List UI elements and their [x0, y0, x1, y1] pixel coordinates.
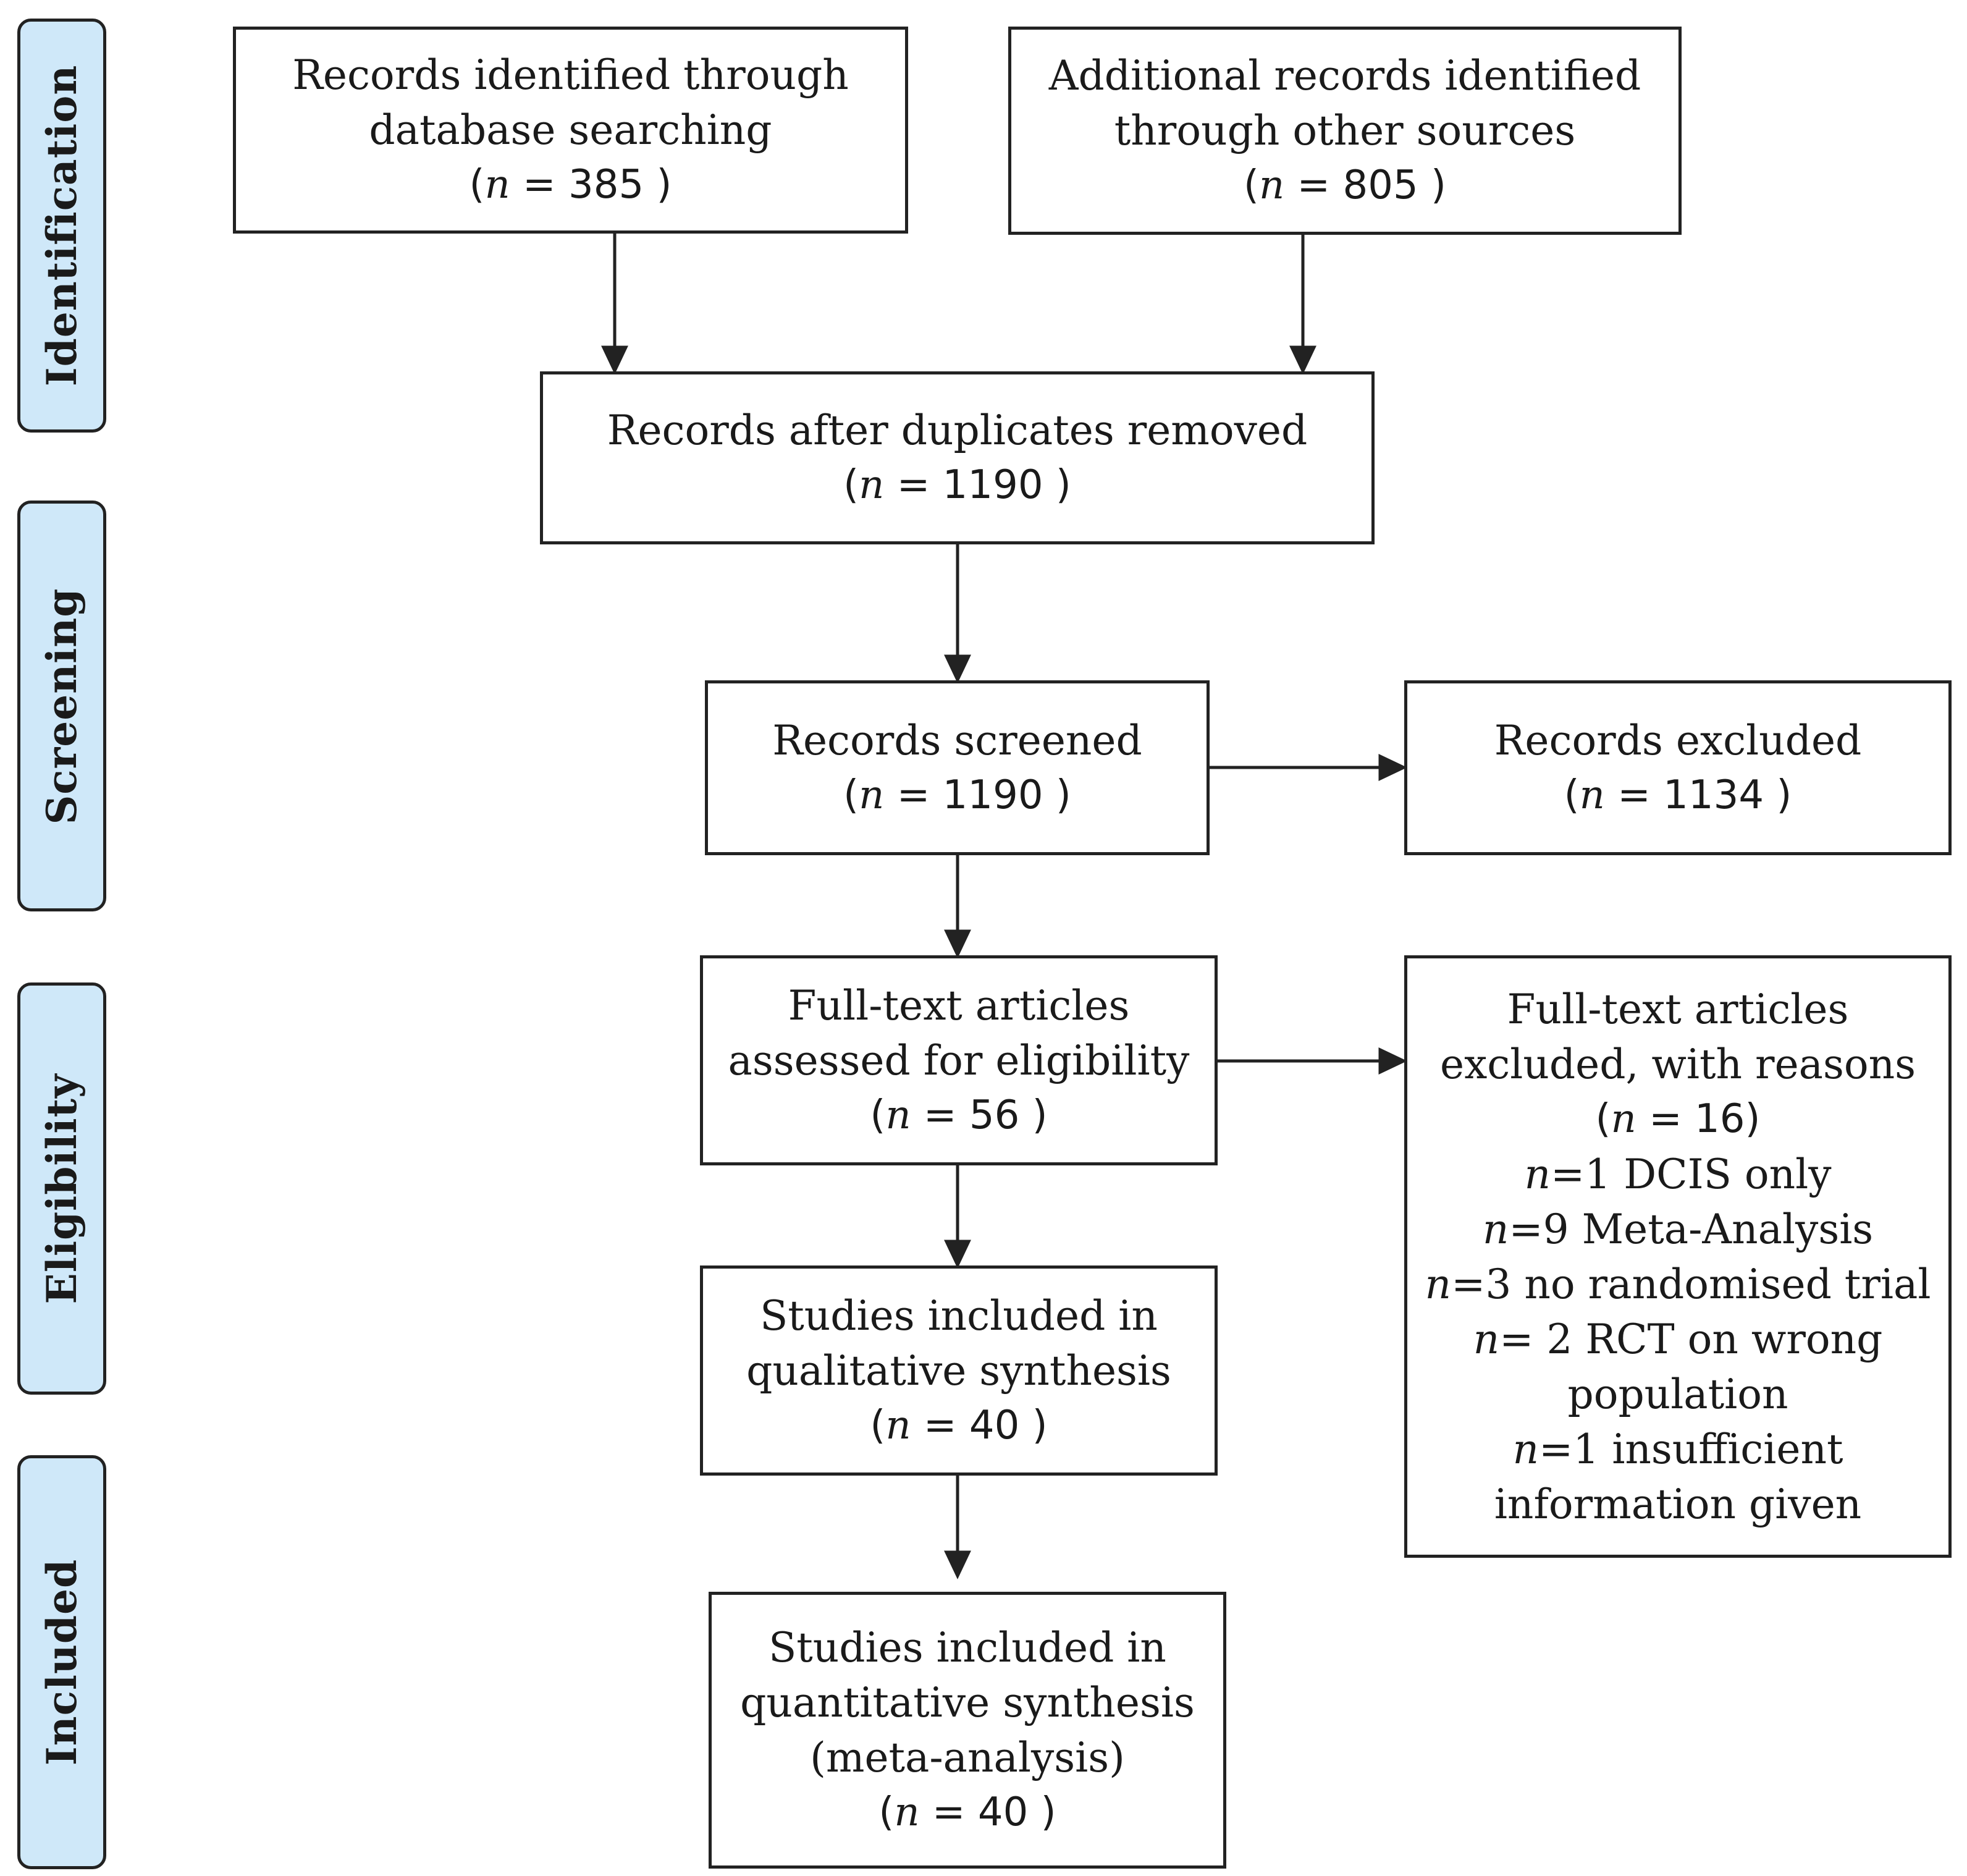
database-search-box: Records identified through database sear…: [233, 27, 908, 234]
phase-identification-label: Identification: [38, 64, 86, 387]
qualitative-synthesis-box: Studies included in qualitative synthesi…: [700, 1265, 1218, 1476]
arrowhead: [601, 345, 628, 374]
other-sources-box: Additional records identified through ot…: [1008, 27, 1682, 235]
arrowhead: [944, 1550, 971, 1579]
phase-eligibility: Eligibility: [17, 982, 106, 1395]
screened-line1: Records screened: [772, 716, 1142, 764]
arrowhead: [944, 1240, 971, 1269]
other-sources-count: (n = 805 ): [1244, 163, 1446, 208]
fulltext-assessed-line2: assessed for eligibility: [728, 1036, 1190, 1084]
database-count: (n = 385 ): [469, 162, 672, 208]
exclusion-reason: n=9 Meta-Analysis: [1482, 1205, 1874, 1253]
fulltext-assessed-line1: Full-text articles: [788, 981, 1130, 1029]
quantitative-count: (n = 40 ): [878, 1789, 1056, 1835]
duplicates-removed-box: Records after duplicates removed (n = 11…: [540, 371, 1375, 544]
phase-identification: Identification: [17, 19, 106, 433]
phase-screening-label: Screening: [38, 588, 86, 824]
database-line2: database searching: [369, 106, 772, 154]
arrowhead: [1289, 345, 1316, 374]
fulltext-assessed-box: Full-text articles assessed for eligibil…: [700, 955, 1218, 1165]
qualitative-count: (n = 40 ): [870, 1402, 1048, 1448]
qualitative-line1: Studies included in: [760, 1291, 1158, 1340]
fulltext-excluded-count: (n = 16): [1595, 1096, 1761, 1142]
arrowhead: [1378, 1047, 1407, 1075]
fulltext-excluded-line2: excluded, with reasons: [1440, 1040, 1916, 1088]
duplicates-count: (n = 1190 ): [843, 462, 1071, 508]
exclusion-reason: n=1 DCIS only: [1524, 1150, 1832, 1198]
excluded-count: (n = 1134 ): [1564, 772, 1792, 818]
exclusion-reason: population: [1567, 1370, 1788, 1418]
screened-count: (n = 1190 ): [843, 772, 1071, 818]
fulltext-excluded-box: Full-text articles excluded, with reason…: [1404, 955, 1952, 1558]
exclusion-reason: n= 2 RCT on wrong: [1473, 1315, 1883, 1363]
other-sources-line1: Additional records identified: [1048, 52, 1641, 99]
arrowhead: [944, 654, 971, 683]
arrowhead: [944, 929, 971, 958]
exclusion-reason: information given: [1494, 1480, 1862, 1528]
arrowhead: [1378, 754, 1407, 781]
qualitative-line2: qualitative synthesis: [746, 1346, 1171, 1395]
quantitative-line3: (meta-analysis): [810, 1734, 1125, 1781]
other-sources-line2: through other sources: [1114, 107, 1576, 154]
fulltext-assessed-count: (n = 56 ): [870, 1092, 1048, 1138]
quantitative-line1: Studies included in: [769, 1624, 1166, 1671]
database-line1: Records identified through: [292, 51, 849, 99]
phase-included-label: Included: [38, 1558, 86, 1766]
duplicates-line1: Records after duplicates removed: [607, 407, 1308, 454]
phase-eligibility-label: Eligibility: [38, 1073, 86, 1304]
records-screened-box: Records screened (n = 1190 ): [705, 680, 1210, 855]
exclusion-reason: n=3 no randomised trial: [1425, 1260, 1931, 1308]
phase-screening: Screening: [17, 501, 106, 911]
records-excluded-box: Records excluded (n = 1134 ): [1404, 680, 1952, 855]
quantitative-line2: quantitative synthesis: [740, 1679, 1195, 1726]
fulltext-excluded-line1: Full-text articles: [1507, 985, 1849, 1033]
phase-included: Included: [17, 1455, 106, 1869]
excluded-line1: Records excluded: [1494, 716, 1862, 764]
exclusion-reason: n=1 insufficient: [1512, 1425, 1843, 1473]
quantitative-synthesis-box: Studies included in quantitative synthes…: [709, 1592, 1226, 1869]
